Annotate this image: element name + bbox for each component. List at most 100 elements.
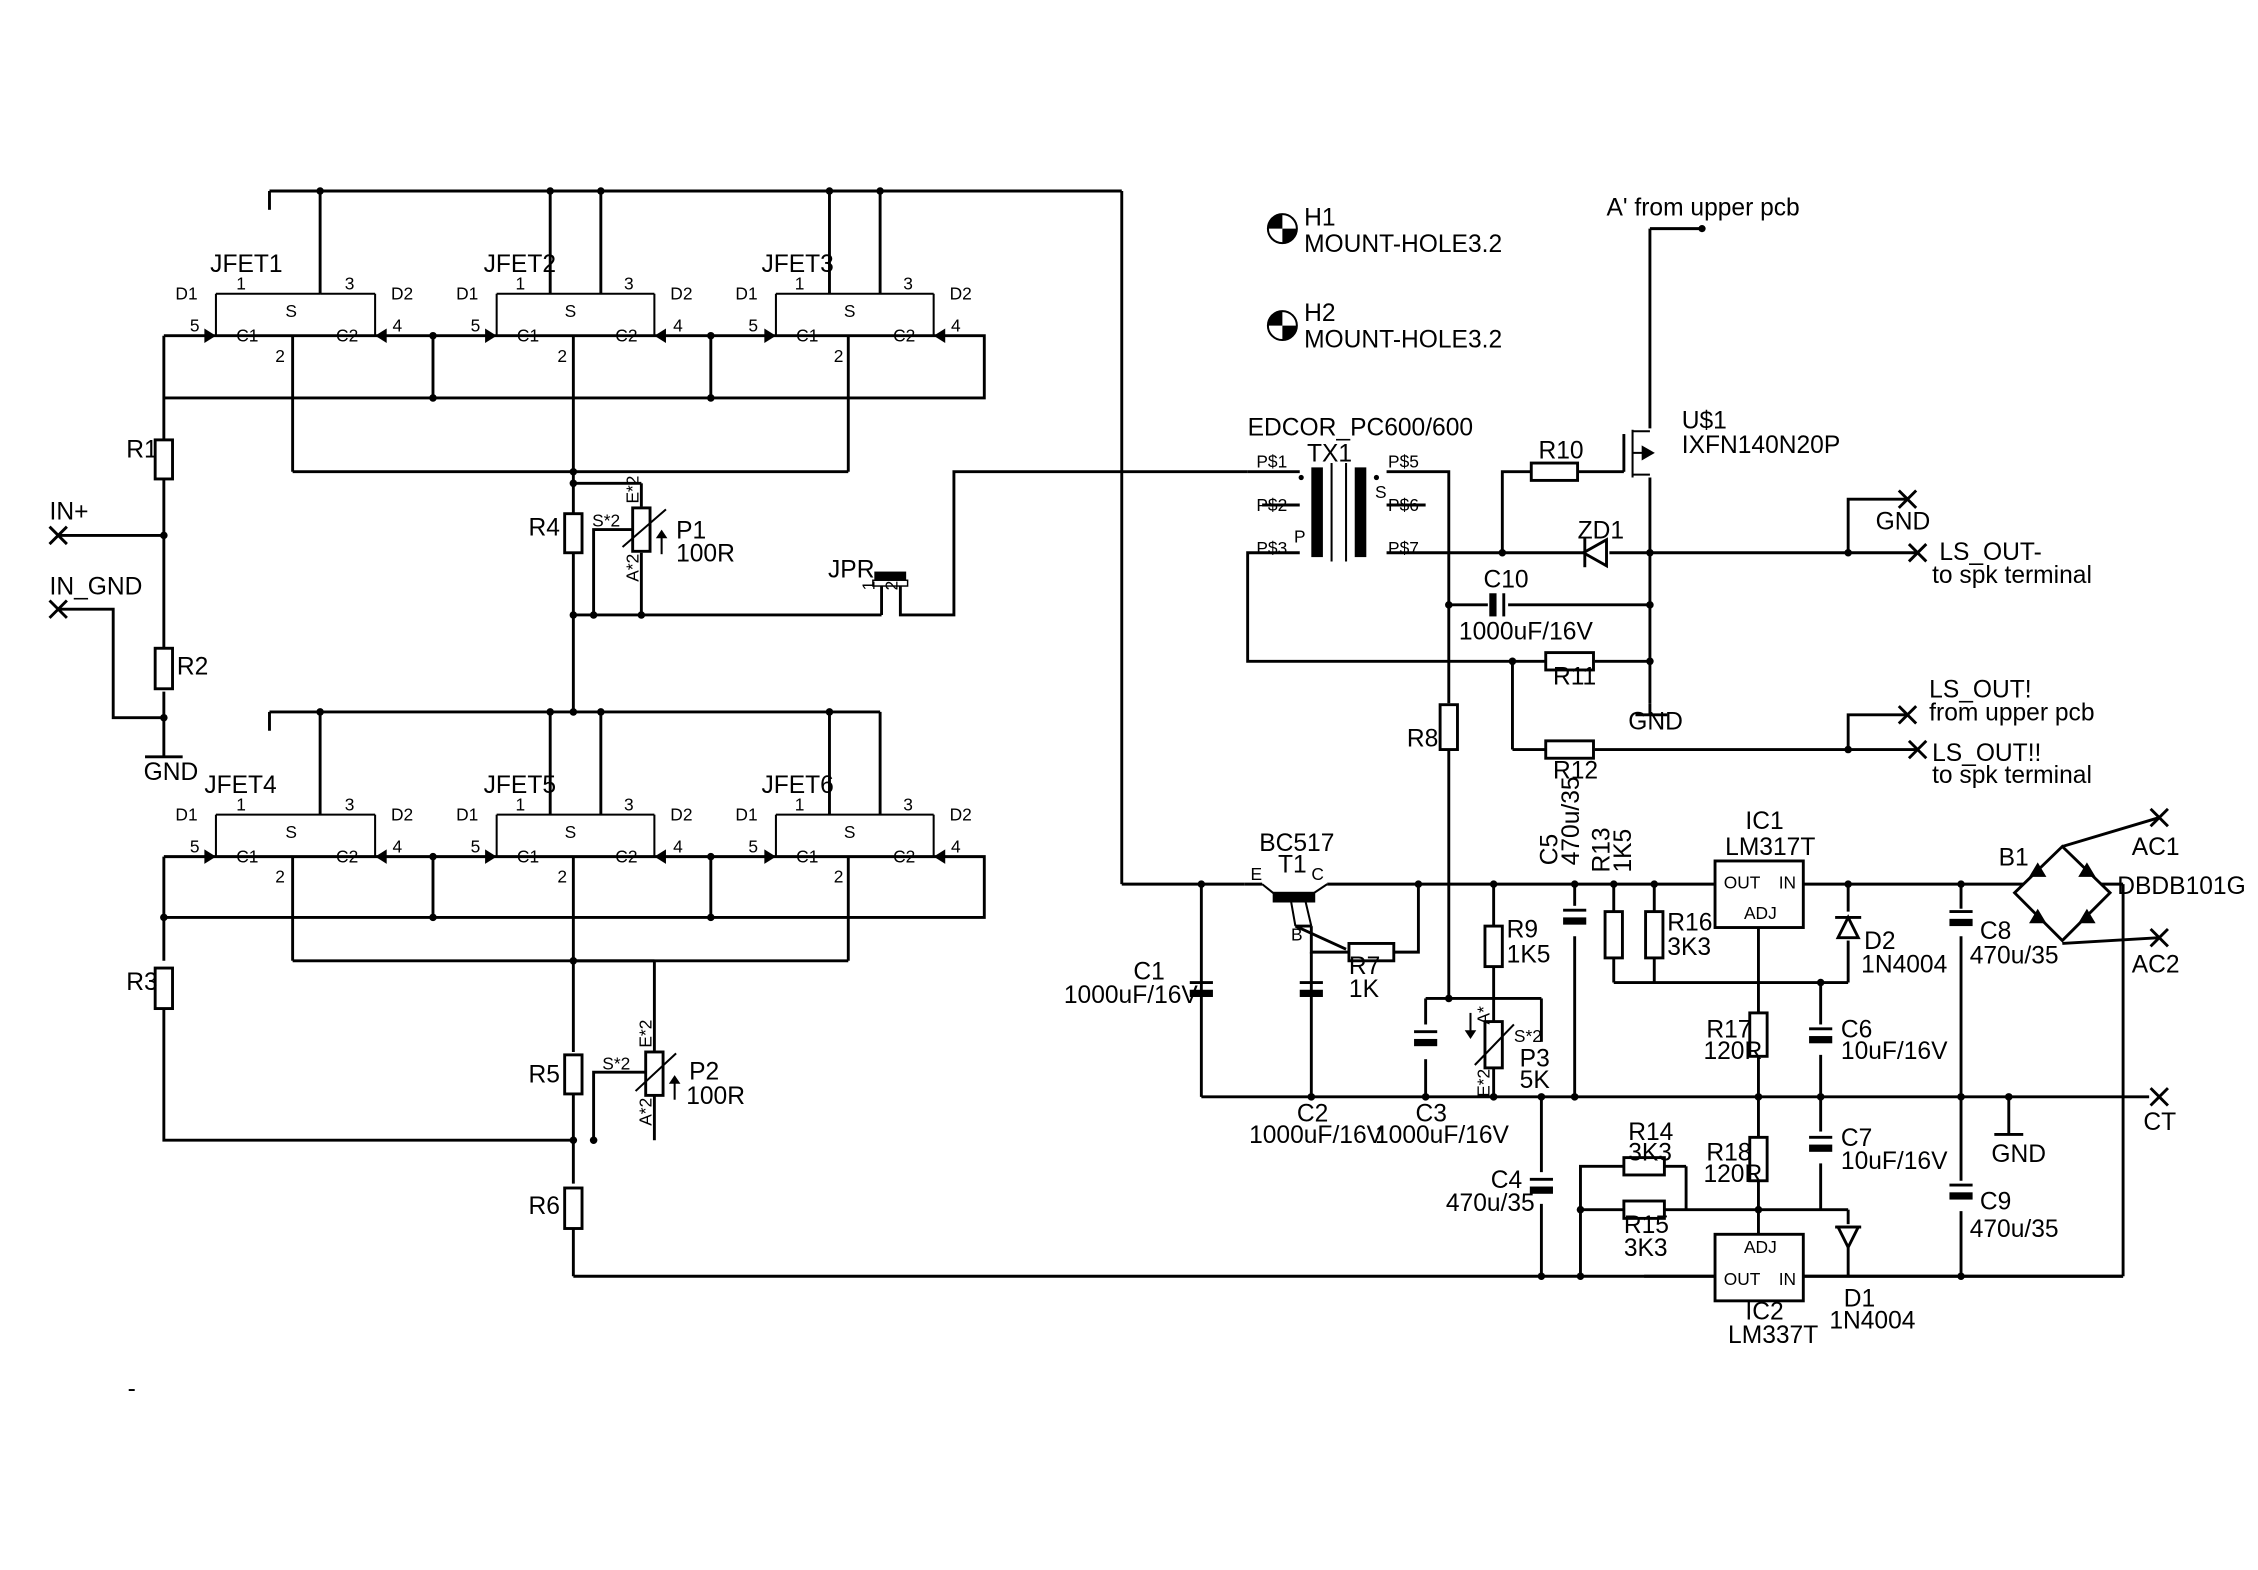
zd1-label: ZD1 xyxy=(1578,517,1624,544)
bc517-label: BC517 xyxy=(1259,830,1334,857)
mosfet-u1 xyxy=(1622,429,1655,478)
pin-label: P$1 xyxy=(1256,451,1287,471)
pin-label: A*2 xyxy=(622,554,642,582)
pin-label: E xyxy=(1251,864,1263,884)
c5-label: C5 xyxy=(1536,834,1563,865)
pin-label: E*2 xyxy=(622,476,642,504)
u1-value: IXFN140N20P xyxy=(1682,432,1840,459)
pin-label: ADJ xyxy=(1744,903,1777,923)
pin-label: 1 xyxy=(515,794,525,814)
c9-value: 470u/35 xyxy=(1970,1216,2059,1243)
r11-label: R11 xyxy=(1553,663,1596,690)
pin-label: 1 xyxy=(236,273,246,293)
d1-label: D1 xyxy=(1844,1286,1875,1313)
t1-label: T1 xyxy=(1278,852,1307,879)
pin-label: S*2 xyxy=(1514,1026,1542,1046)
pin-label: S xyxy=(844,301,856,321)
p2-label: P2 xyxy=(689,1058,719,1085)
a-from-upper-label: A' from upper pcb xyxy=(1607,195,1800,222)
r5-body xyxy=(563,1053,584,1096)
c2-value: 1000uF/16V xyxy=(1249,1122,1384,1149)
c10-label: C10 xyxy=(1484,566,1529,593)
ls-out-ex-label: LS_OUT! xyxy=(1929,676,2031,703)
pin-label: C2 xyxy=(615,846,637,866)
pin-label: C1 xyxy=(517,325,539,345)
pin-label: 1 xyxy=(236,794,246,814)
to-spk-label-2: to spk terminal xyxy=(1932,762,2092,789)
r12-label: R12 xyxy=(1553,757,1598,784)
mount-hole-h2-icon xyxy=(1266,310,1298,342)
pin-label: S xyxy=(565,301,577,321)
r2-label: R2 xyxy=(177,653,208,680)
pin-label: D2 xyxy=(950,284,972,304)
b1-label: B1 xyxy=(1999,844,2029,871)
pin-label: ADJ xyxy=(1744,1237,1777,1257)
text-labels: JFET1 JFET2 JFET3 JFET4 JFET5 JFET6 D1 D… xyxy=(50,195,2246,1403)
h1-value: MOUNT-HOLE3.2 xyxy=(1304,231,1502,258)
pin-label: OUT xyxy=(1724,872,1761,892)
pin-label: P$7 xyxy=(1388,538,1419,558)
ic1-value: LM317T xyxy=(1725,834,1815,861)
pin-label: 2 xyxy=(557,867,567,887)
c7-value: 10uF/16V xyxy=(1841,1148,1948,1175)
r2-body xyxy=(153,646,174,691)
in-plus-label: IN+ xyxy=(50,498,89,525)
pin-label: 4 xyxy=(392,836,402,856)
pin-label: C xyxy=(1311,864,1324,884)
c6-label: C6 xyxy=(1841,1017,1872,1044)
pin-label: 4 xyxy=(951,836,961,856)
pin-label: D1 xyxy=(735,804,757,824)
pin-label: S xyxy=(565,822,577,842)
jfet3-label: JFET3 xyxy=(761,251,833,278)
bridge-b1 xyxy=(2012,844,2113,943)
pin-label: C2 xyxy=(893,846,915,866)
pin-label: 5 xyxy=(748,315,758,335)
c2-label: C2 xyxy=(1297,1100,1328,1127)
r1-label: R1 xyxy=(126,436,157,463)
r14-label: R14 xyxy=(1628,1119,1673,1146)
gnd-label-mid: GND xyxy=(1628,708,1683,735)
jpr-label: JPR xyxy=(828,556,874,583)
c4-value: 470u/35 xyxy=(1446,1190,1535,1217)
c6-value: 10uF/16V xyxy=(1841,1038,1948,1065)
pin-label: D1 xyxy=(456,284,478,304)
pin-label: 5 xyxy=(471,315,481,335)
pin-label: 3 xyxy=(903,273,913,293)
pin-label: E*2 xyxy=(1473,1069,1493,1097)
mount-hole-h1-icon xyxy=(1266,213,1298,245)
in-gnd-label: IN_GND xyxy=(50,574,143,601)
pin-label: 5 xyxy=(748,836,758,856)
pin-label: D1 xyxy=(175,804,197,824)
c5-value: 470u/35 xyxy=(1558,776,1585,865)
pin-label: D1 xyxy=(456,804,478,824)
h2-value: MOUNT-HOLE3.2 xyxy=(1304,326,1502,353)
transformer-tx1 xyxy=(1298,463,1380,562)
ls-out-exex-label: LS_OUT!! xyxy=(1932,740,2041,767)
pin-label: 3 xyxy=(624,273,634,293)
pin-label: 4 xyxy=(673,836,683,856)
pin-label: S xyxy=(1375,482,1387,502)
p3-label: P3 xyxy=(1520,1045,1550,1072)
pin-label: 2 xyxy=(275,867,285,887)
pin-label: P$6 xyxy=(1388,495,1419,515)
pin-label: 1 xyxy=(795,273,805,293)
c4-label: C4 xyxy=(1491,1167,1522,1194)
pin-label: 5 xyxy=(190,315,200,335)
p1-value: 100R xyxy=(676,540,735,567)
pin-label: D1 xyxy=(735,284,757,304)
r13-value: 1K5 xyxy=(1610,829,1637,873)
pin-label: D2 xyxy=(950,804,972,824)
pin-label: P$2 xyxy=(1256,495,1287,515)
d1-value: 1N4004 xyxy=(1829,1307,1915,1334)
pin-label: 1 xyxy=(858,581,878,591)
r18-label: R18 xyxy=(1706,1139,1751,1166)
ic2-value: LM337T xyxy=(1728,1322,1818,1349)
jfet2-label: JFET2 xyxy=(484,251,556,278)
pin-label: 3 xyxy=(624,794,634,814)
tx1-part-label: EDCOR_PC600/600 xyxy=(1248,415,1473,442)
pin-label: A* xyxy=(1473,1006,1493,1025)
ic2-label: IC2 xyxy=(1745,1299,1783,1326)
c3-label: C3 xyxy=(1416,1100,1447,1127)
r17-value: 120R xyxy=(1703,1038,1762,1065)
r7-label: R7 xyxy=(1349,953,1380,980)
